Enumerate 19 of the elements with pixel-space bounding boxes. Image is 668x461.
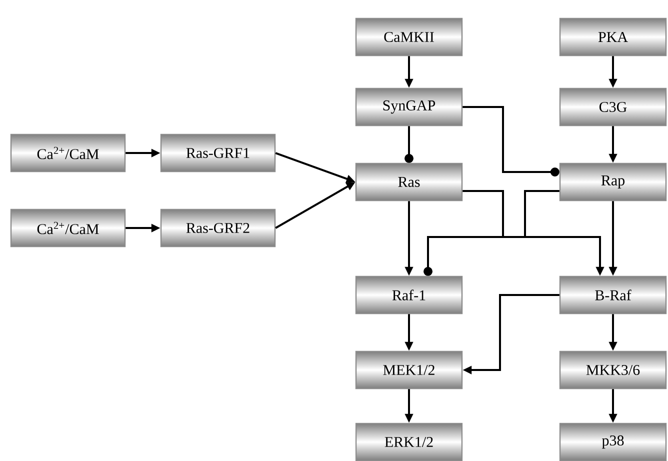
arrow bbox=[404, 126, 414, 163]
process-box: Ca$^{2+}$/CaM bbox=[10, 134, 126, 172]
process-box: p38 bbox=[559, 422, 667, 461]
process-box: Ras-GRF1 bbox=[160, 134, 276, 172]
process-box: B-Raf bbox=[559, 276, 667, 314]
arrow bbox=[424, 190, 560, 276]
process-box: Ras-GRF2 bbox=[160, 208, 276, 248]
process-box: ERK1/2 bbox=[355, 422, 463, 461]
process-box: Raf-1 bbox=[355, 276, 463, 314]
process-box: SynGAP bbox=[355, 88, 463, 126]
process-box: PKA bbox=[559, 18, 667, 56]
process-box: Rap bbox=[559, 162, 667, 202]
process-box: Ras bbox=[355, 162, 463, 202]
process-box: Ca$^{2+}$/CaM bbox=[10, 208, 126, 248]
process-box: MEK1/2 bbox=[355, 350, 463, 390]
process-box: CaMKII bbox=[355, 18, 463, 56]
process-box: MKK3/6 bbox=[559, 350, 667, 390]
process-box: C3G bbox=[559, 88, 667, 126]
arrow bbox=[462, 106, 560, 176]
